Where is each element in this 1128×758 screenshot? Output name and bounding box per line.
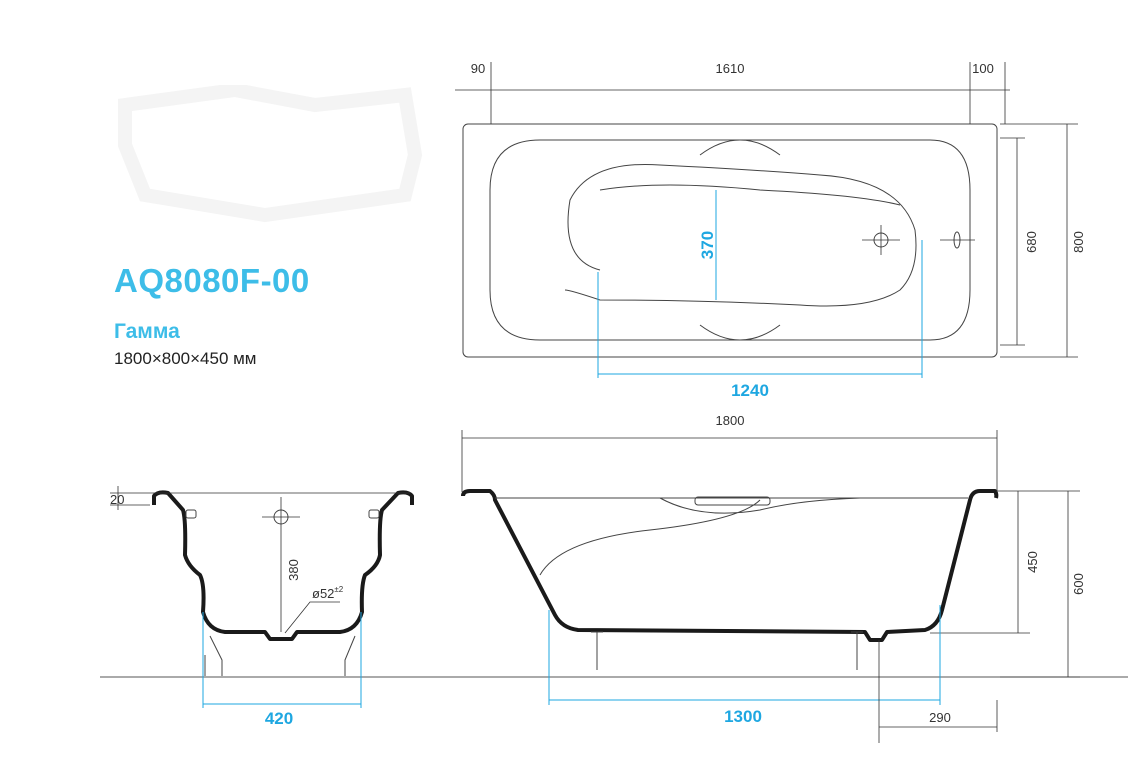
legs [204, 635, 362, 676]
series-name: Гамма [114, 320, 180, 343]
drain-tolerance: ±2 [334, 585, 343, 594]
dim-420: 420 [265, 709, 293, 728]
dimension-lines-width [1000, 123, 1078, 358]
tub-outline-top [462, 123, 998, 358]
dim-1240: 1240 [731, 381, 769, 400]
faded-logo-watermark [115, 85, 425, 225]
dim-380: 380 [286, 559, 301, 581]
legs [591, 631, 863, 670]
handle [694, 496, 771, 506]
handles [699, 139, 781, 341]
model-title: AQ8080F-00 [114, 262, 310, 299]
bowl-contour [599, 184, 901, 206]
front-view: 1800 450 600 1300 290 [461, 413, 1086, 743]
dimension-lines-legs-front [548, 605, 941, 705]
dim-370: 370 [698, 231, 717, 259]
dim-90: 90 [471, 61, 485, 76]
dim-100: 100 [972, 61, 994, 76]
dimension-lines-height [930, 490, 1080, 678]
tub-profile-front [461, 489, 999, 642]
handle-right [368, 509, 380, 519]
dimension-lines-top [455, 62, 1010, 124]
dim-680: 680 [1024, 231, 1039, 253]
dim-800: 800 [1071, 231, 1086, 253]
dimension-lines-drain-offset [878, 640, 998, 743]
dim-290: 290 [929, 710, 951, 725]
handle-left [185, 509, 197, 519]
dim-drain-diameter: ø52±2 [312, 585, 344, 601]
tub-profile-side [152, 490, 414, 641]
dim-1800: 1800 [716, 413, 745, 428]
dimension-lines-length [461, 430, 998, 492]
side-view: 20 380 ø52±2 420 [110, 486, 414, 728]
dim-450: 450 [1025, 551, 1040, 573]
bowl-outline [489, 139, 971, 341]
dim-20: 20 [110, 492, 124, 507]
top-view: 90 1610 100 680 800 370 1240 [455, 61, 1086, 400]
dim-1610: 1610 [716, 61, 745, 76]
front-contours [495, 497, 968, 576]
bowl-inner [564, 163, 917, 307]
dim-600: 600 [1071, 573, 1086, 595]
dimension-lines-side [110, 486, 410, 634]
dimension-lines-legs-side [202, 612, 362, 708]
dimension-lines-bowl [597, 190, 923, 378]
dim-1300: 1300 [724, 707, 762, 726]
drain-crosshair [862, 225, 900, 255]
drain-diameter-value: ø52 [312, 586, 334, 601]
overall-dimensions: 1800×800×450 мм [114, 349, 257, 368]
